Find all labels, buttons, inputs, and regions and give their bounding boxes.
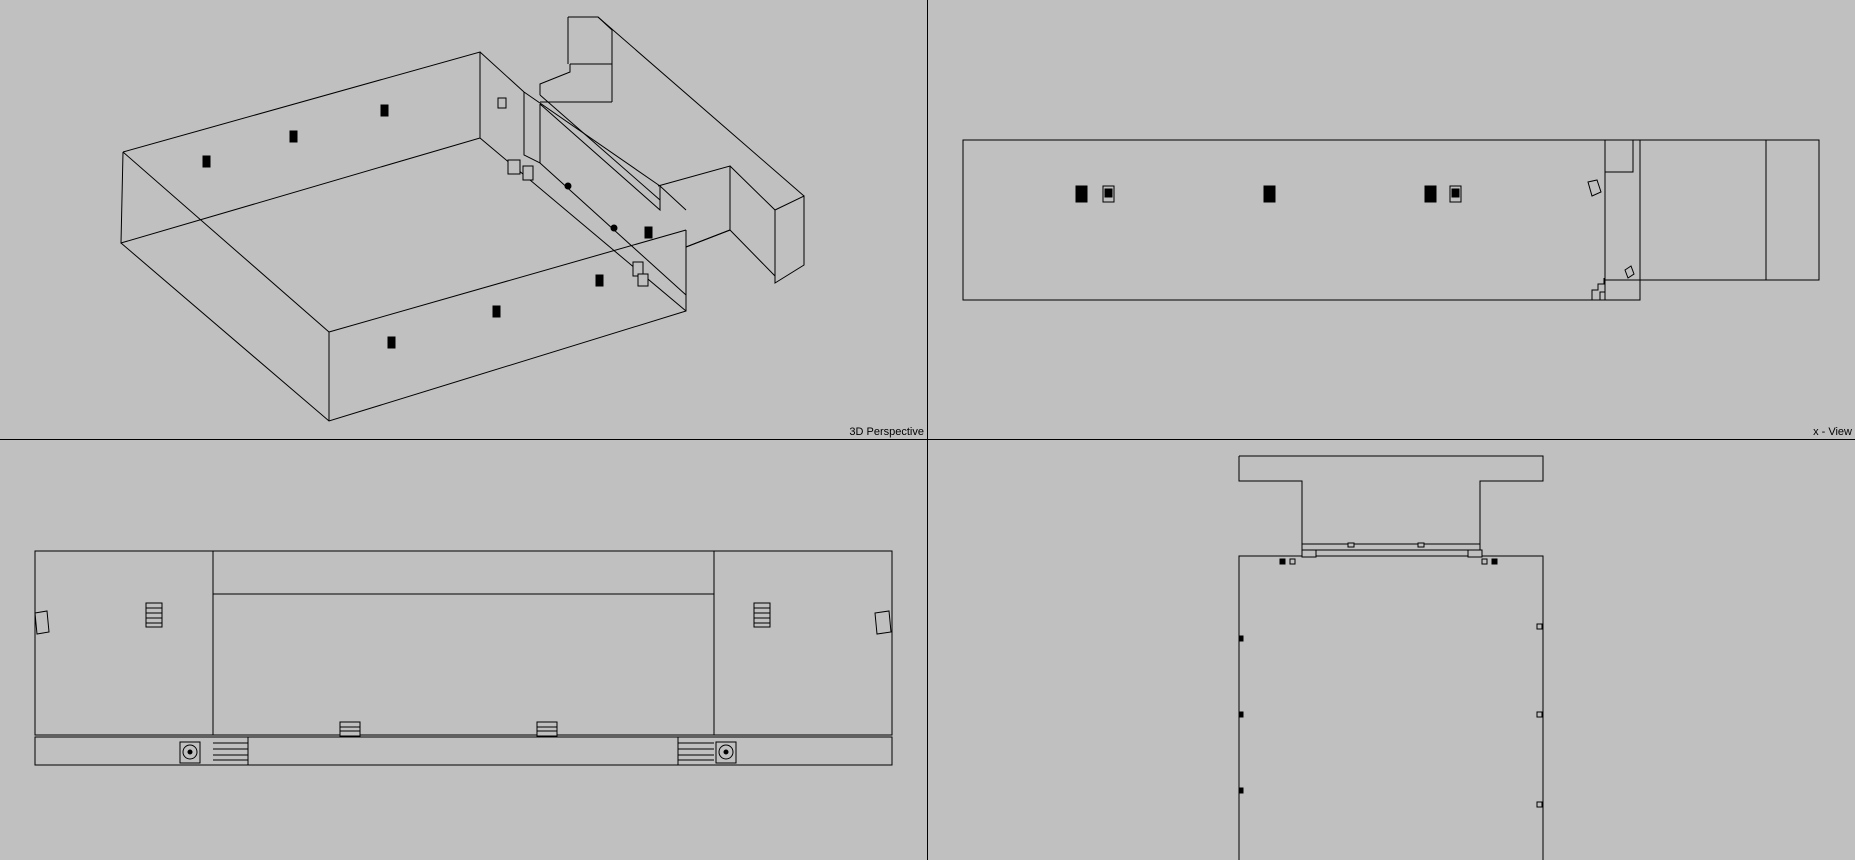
speaker-icon [1104,188,1113,198]
vent-grille-icon [1301,549,1317,558]
vertical-divider[interactable] [927,0,928,860]
main-hall-wireframe [120,51,687,422]
stair-steps [1591,278,1605,300]
plan-outline [1238,455,1544,860]
plan-view-canvas [1238,455,1544,860]
light-fixture-icon [1417,542,1425,548]
light-fixture-icon [1424,185,1437,203]
step-icon [213,742,248,761]
viewport-x-view[interactable]: x - View [928,0,1855,439]
speaker-icon [874,610,892,635]
speaker-icon [637,273,649,287]
wall-fixtures [1075,179,1635,279]
vent-grille-icon [339,721,361,737]
light-fixtures [202,97,653,349]
speaker-icon [1536,711,1543,718]
light-fixture-icon [289,130,298,143]
plan-fixtures [1238,542,1543,808]
perspective-canvas [120,16,805,422]
light-fixture-icon [1263,185,1276,203]
step-icon [678,742,714,761]
speaker-icon [1536,801,1543,808]
side-annex-wireframe [539,16,805,284]
viewport-label: 3D Perspective [849,426,924,438]
vent-grille-icon [145,602,163,628]
light-fixture-icon [1075,185,1088,203]
horizontal-divider[interactable] [0,439,1855,440]
light-fixture-icon [595,274,604,287]
light-fixture-icon [202,155,211,168]
vent-grille-icon [753,602,771,628]
speaker-icon [1451,188,1460,198]
speaker-icon [497,97,507,109]
speaker-icon [1481,558,1488,565]
front-elevation [34,550,893,766]
light-fixture-icon [1238,635,1244,642]
light-fixture-icon [610,224,618,232]
x-view-canvas [962,139,1820,301]
light-fixture-icon [1347,542,1355,548]
speaker-icon [507,159,521,175]
viewport-front-view[interactable] [0,440,927,860]
speaker-icon [1536,623,1543,630]
light-fixture-icon [380,104,389,117]
vent-grille-icon [1467,549,1483,558]
viewport-3d-perspective[interactable]: 3D Perspective [0,0,927,439]
speaker-icon [34,610,50,635]
light-fixture-icon [1238,787,1244,794]
speaker-icon [1587,179,1602,197]
front-view-canvas [34,550,893,766]
light-fixture-icon [387,336,396,349]
viewport-label: x - View [1813,426,1852,438]
stage-wireframe [523,91,687,296]
front-fixtures [34,602,892,764]
speaker-icon [1289,558,1296,565]
light-fixture-icon [492,305,501,318]
viewport-plan-view[interactable] [928,440,1855,860]
light-fixture-icon [1279,558,1286,565]
vent-grille-icon [536,721,558,737]
light-fixture-icon [1238,711,1244,718]
light-fixture-icon [564,182,572,190]
light-fixture-icon [644,226,653,239]
hall-elevation [962,139,1820,301]
speaker-icon [1624,265,1635,279]
light-fixture-icon [1491,558,1498,565]
speaker-icon [522,165,534,181]
